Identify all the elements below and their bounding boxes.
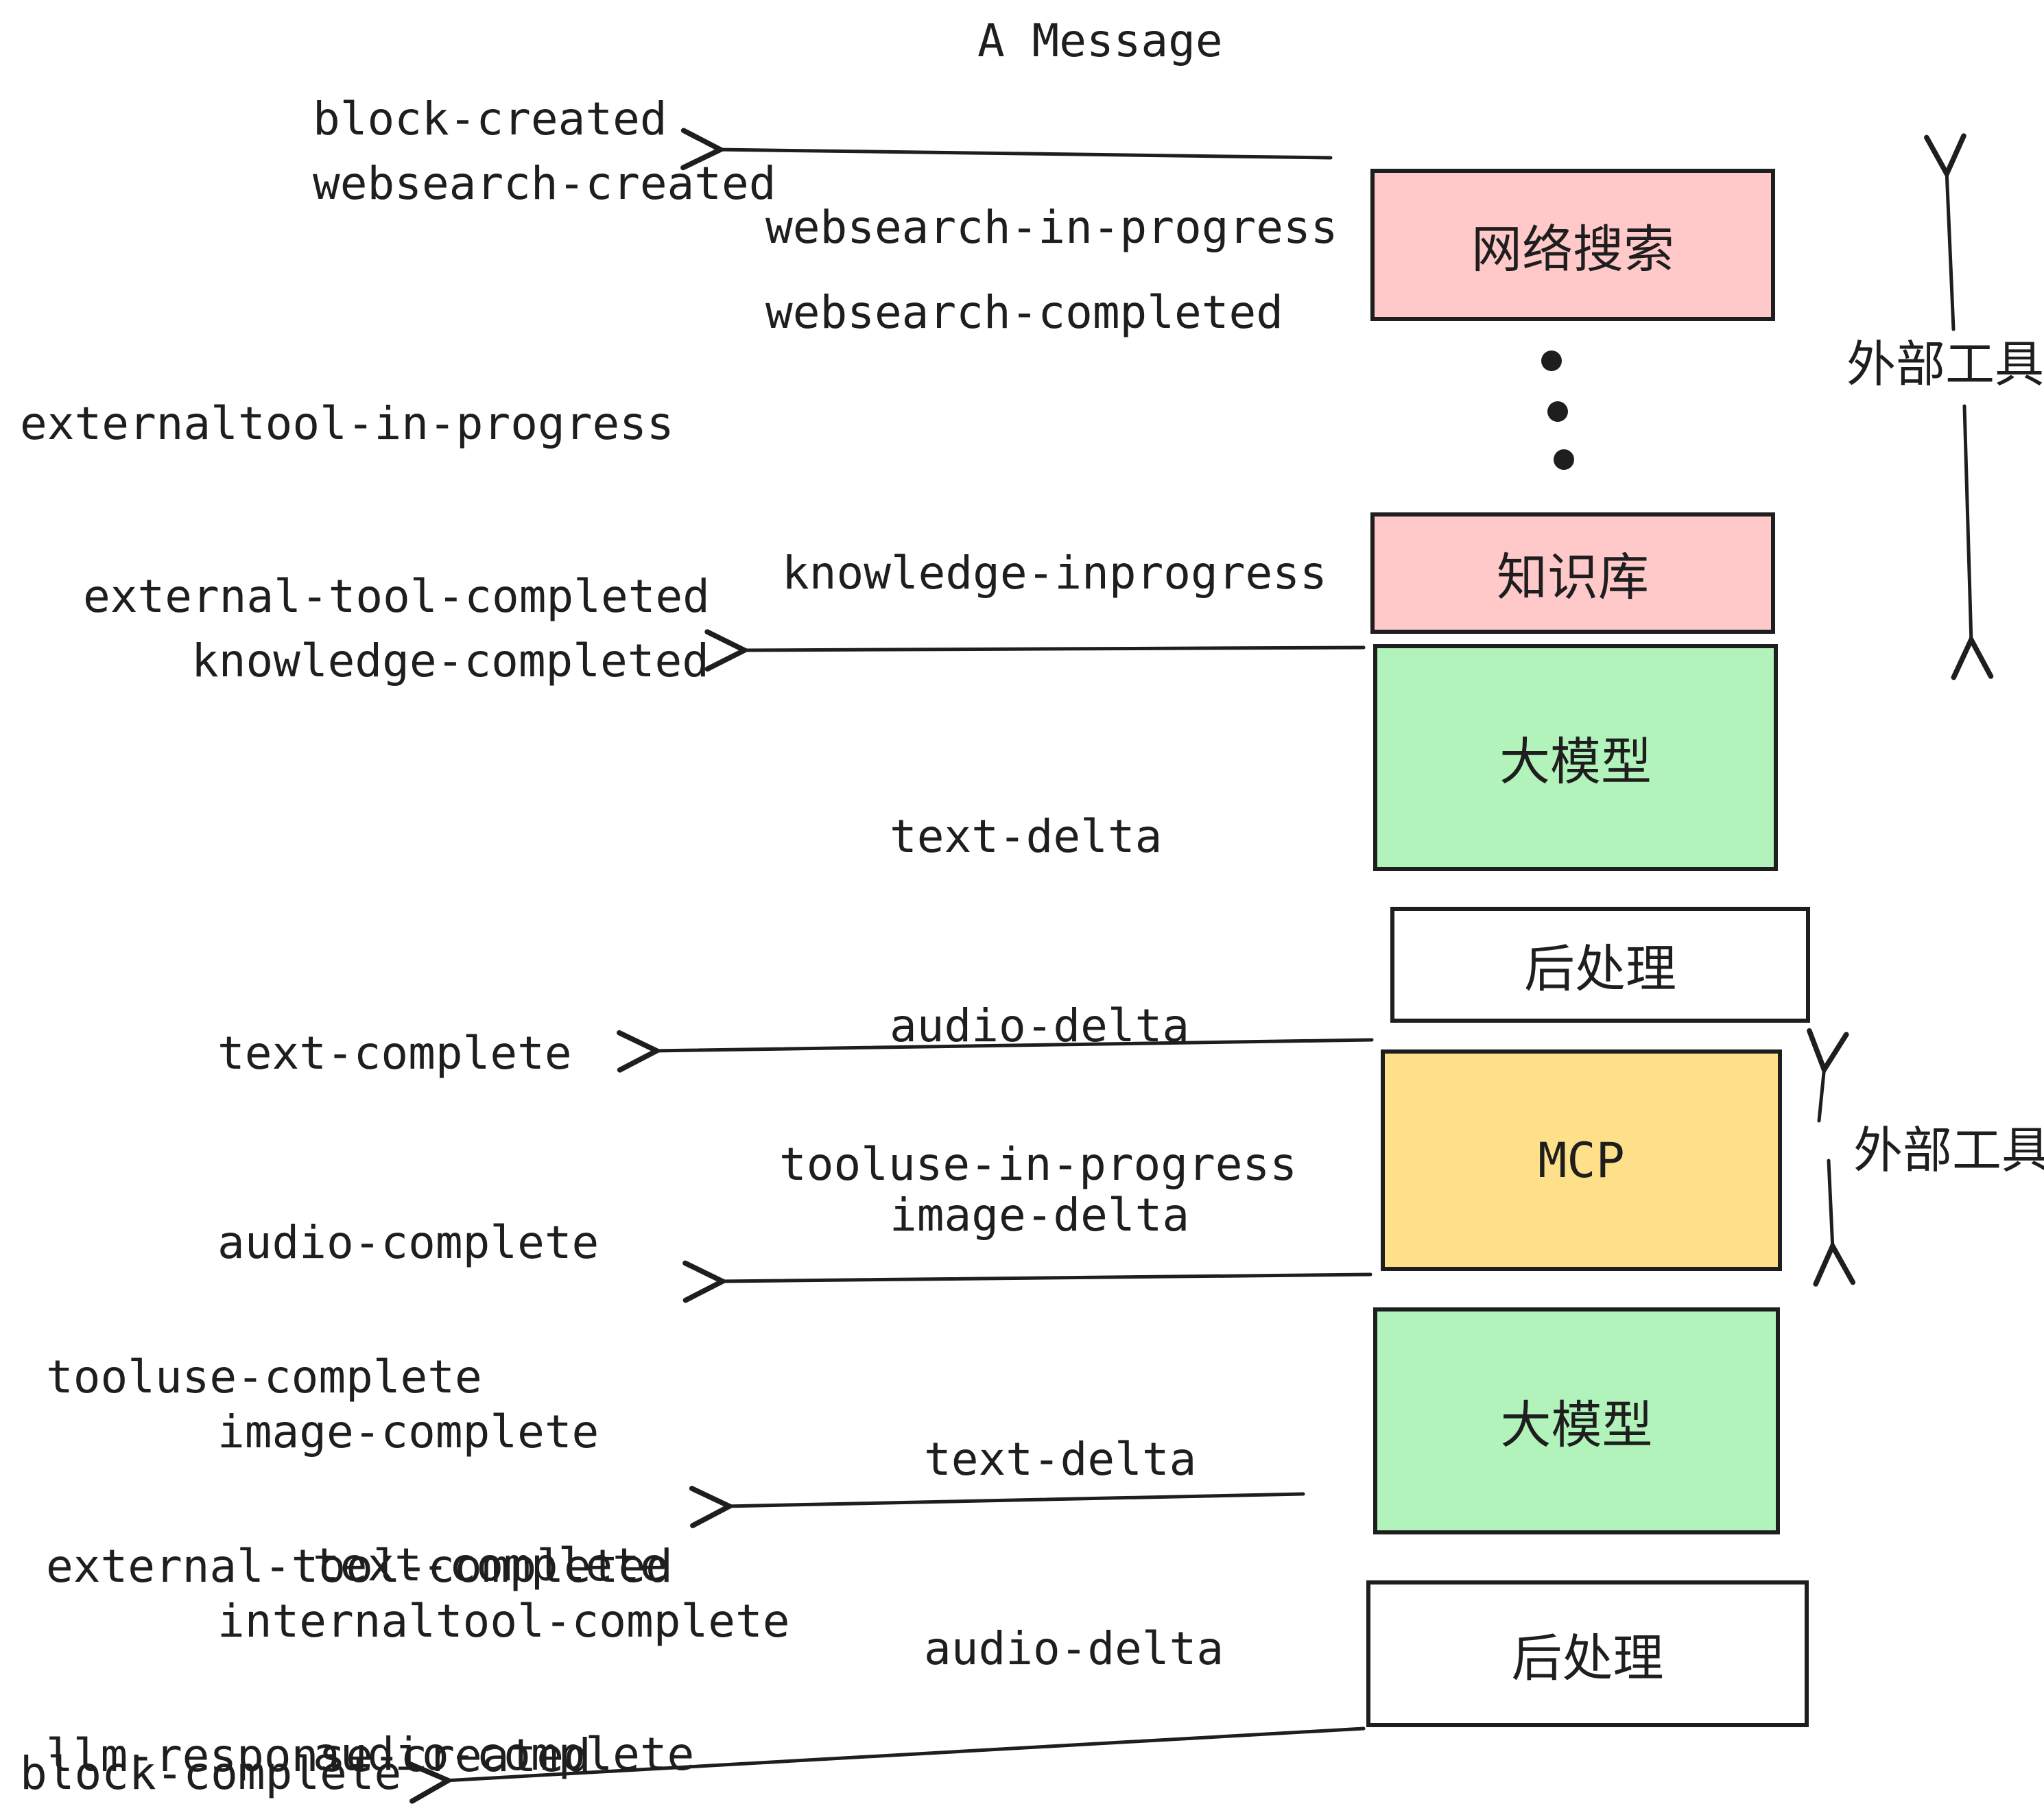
external-tools-top-down-arrow xyxy=(1964,404,1971,643)
event-label-tooluse-in-progress: tooluse-in-progress xyxy=(779,1138,1297,1191)
event-label-image-complete: image-complete xyxy=(217,1405,599,1458)
event-label-websearch-completed: websearch-completed xyxy=(765,286,1283,339)
complete-event-group-1: text-complete audio-complete image-compl… xyxy=(217,896,789,1779)
box-websearch-label: 网络搜索 xyxy=(1471,219,1674,279)
external-tools-label-bottom: 外部工具 xyxy=(1853,1121,2044,1179)
arrow-to-knowledge-completed xyxy=(741,648,1366,650)
complete-event-group-2: text-complete audio-complete image-compl… xyxy=(313,1408,885,1804)
event-label-text-delta: text-delta xyxy=(890,810,1163,863)
box-mcp-label: MCP xyxy=(1538,1132,1625,1189)
arrow-to-image-complete xyxy=(653,1040,1374,1051)
event-label-knowledge-inprogress: knowledge-inprogress xyxy=(782,547,1327,600)
vertical-ellipsis-dots xyxy=(1541,351,1574,470)
box-postprocess-1-label: 后处理 xyxy=(1524,940,1676,999)
delta-event-group-1: text-delta audio-delta image-delta xyxy=(890,679,1189,1373)
event-label-audio-delta-2: audio-delta xyxy=(924,1622,1224,1675)
box-llm-2-label: 大模型 xyxy=(1500,1396,1653,1455)
box-postprocess-2: 后处理 xyxy=(1366,1580,1809,1727)
event-label-audio-complete: audio-complete xyxy=(217,1216,599,1269)
event-label-internaltool-complete: internaltool-complete xyxy=(217,1595,790,1648)
event-label-externaltool-in-progress: externaltool-in-progress xyxy=(20,397,674,450)
external-tools-bottom-up-arrow xyxy=(1819,1066,1825,1123)
external-tools-label-top: 外部工具 xyxy=(1846,335,2044,393)
arrow-to-websearch-created xyxy=(717,150,1333,158)
event-label-text-delta-2: text-delta xyxy=(924,1433,1197,1486)
event-label-websearch-created: websearch-created xyxy=(313,157,776,210)
tooluse-event-group: tooluse-complete external-tool-completed… xyxy=(46,1220,673,1804)
box-postprocess-1: 后处理 xyxy=(1390,907,1810,1023)
event-label-image-delta: image-delta xyxy=(890,1189,1190,1242)
event-label-knowledge-completed: knowledge-completed xyxy=(191,634,709,687)
arrow-to-tooluse-complete xyxy=(719,1274,1372,1281)
delta-event-group-2: text-delta audio-delta image-delta xyxy=(924,1302,1224,1804)
box-postprocess-2-label: 后处理 xyxy=(1511,1628,1664,1688)
event-label-external-tool-completed: external-tool-completed xyxy=(83,570,710,623)
arrow-to-block-complete xyxy=(444,1726,1366,1781)
event-label-audio-delta: audio-delta xyxy=(890,999,1190,1052)
box-websearch: 网络搜索 xyxy=(1370,169,1775,321)
event-label-block-created: block-created xyxy=(313,93,667,145)
event-label-block-complete: block-complete xyxy=(20,1747,402,1800)
event-label-text-complete: text-complete xyxy=(217,1027,572,1080)
event-label-audio-complete-2: audio-complete xyxy=(313,1728,695,1781)
event-label-tooluse-complete: tooluse-complete xyxy=(46,1351,482,1403)
box-mcp: MCP xyxy=(1381,1049,1782,1271)
box-llm-1: 大模型 xyxy=(1373,644,1778,871)
event-label-websearch-in-progress: websearch-in-progress xyxy=(765,201,1338,254)
event-label-external-tool-completed-2: external-tool-completed xyxy=(46,1540,673,1593)
box-knowledge-base: 知识库 xyxy=(1370,512,1775,634)
event-label-text-complete-2: text-complete xyxy=(313,1539,667,1591)
external-tools-top-up-arrow xyxy=(1947,170,1953,331)
box-knowledge-base-label: 知识库 xyxy=(1497,548,1649,607)
box-llm-1-label: 大模型 xyxy=(1499,733,1652,792)
arrow-to-audio-complete xyxy=(726,1494,1305,1506)
box-llm-2: 大模型 xyxy=(1373,1307,1780,1534)
external-tools-bottom-down-arrow xyxy=(1829,1159,1833,1250)
diagram-title: A Message xyxy=(977,14,1223,67)
event-label-llm-response-created: llm-response-created xyxy=(46,1729,591,1782)
